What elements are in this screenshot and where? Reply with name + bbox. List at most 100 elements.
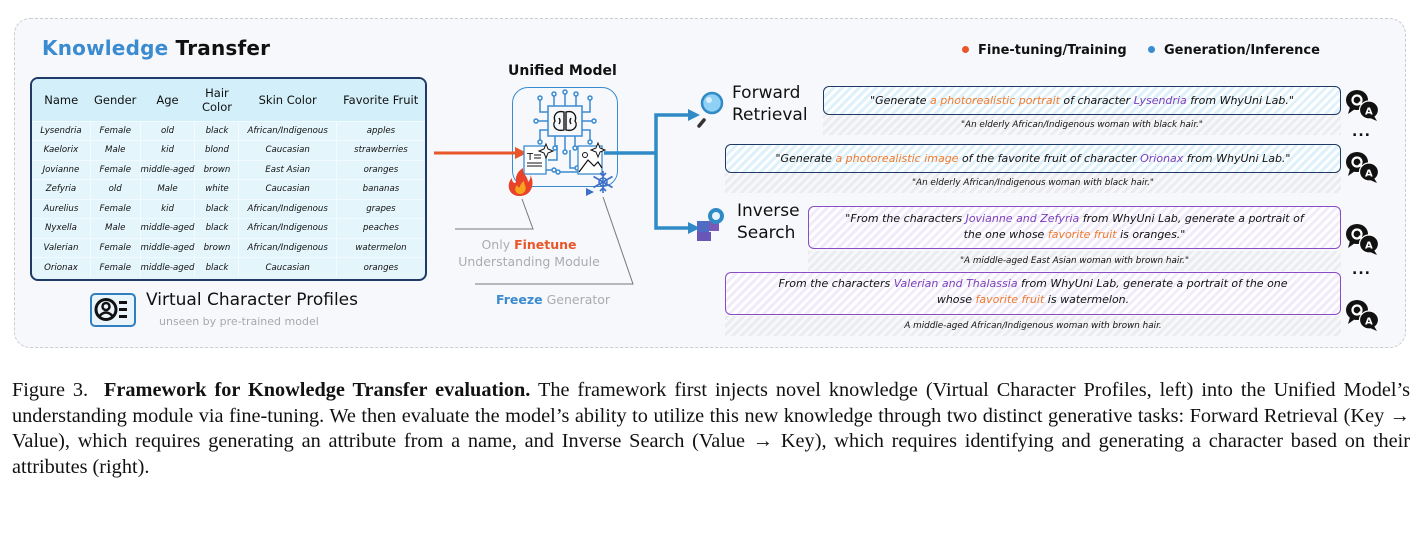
prompt-character-highlight: Jovianne and Zefyria	[965, 212, 1080, 225]
table-cell: Caucasian	[238, 179, 337, 199]
prompt-attribute-highlight: favorite fruit	[1047, 228, 1117, 241]
table-cell: Female	[89, 237, 141, 258]
table-cell: watermelon	[335, 237, 425, 258]
qa-chat-icon: A	[1344, 298, 1380, 332]
profiles-label: Virtual Character Profiles	[146, 290, 359, 310]
label-line: Inverse	[737, 201, 800, 221]
figure-caption: Figure 3. Framework for Knowledge Transf…	[12, 378, 1410, 480]
table-cell: Female	[89, 159, 141, 180]
prompt-character-highlight: Orionax	[1140, 152, 1184, 165]
inverse-answer-2: A middle-aged African/Indigenous woman w…	[725, 316, 1341, 336]
label-line: Retrieval	[732, 105, 808, 125]
table-cell: kid	[139, 198, 195, 219]
prompt-text: is oranges."	[1116, 228, 1186, 241]
table-cell: grapes	[335, 198, 425, 219]
table-cell: Valerian	[32, 237, 91, 258]
table-cell: white	[194, 179, 239, 199]
inverse-prompt-2: From the characters Valerian and Thalass…	[725, 272, 1341, 315]
prompt-attribute-highlight: a photorealistic image	[835, 152, 959, 165]
caption-text: The framework first injects novel knowle…	[12, 379, 1410, 478]
legend-label: Fine-tuning/Training	[978, 43, 1127, 58]
prompt-text: from WhyUni Lab."	[1183, 152, 1291, 165]
qa-chat-icon: A	[1344, 88, 1380, 122]
column-header: Hair Color	[201, 85, 232, 114]
profile-card-icon	[90, 293, 136, 327]
table-cell: Male	[139, 179, 195, 199]
table-cell: black	[194, 218, 239, 238]
table-cell: apples	[335, 120, 425, 141]
freeze-annotation: Freeze Generator	[496, 292, 610, 307]
qa-chat-icon: A	[1344, 150, 1380, 184]
table-cell: Caucasian	[238, 140, 337, 160]
freeze-highlight: Freeze	[496, 292, 543, 307]
table-cell: Aurelius	[32, 198, 91, 219]
prompt-character-highlight: Valerian and Thalassia	[893, 277, 1018, 290]
title-part-transfer: Transfer	[175, 36, 271, 60]
svg-text:A: A	[1365, 317, 1373, 328]
forward-prompt-1: "Generate a photorealistic portrait of c…	[823, 86, 1341, 115]
column-header: Name	[44, 92, 79, 107]
prompt-text: from WhyUni Lab, generate a portrait of …	[936, 277, 1288, 306]
table-cell: peaches	[335, 218, 425, 238]
table-cell: old	[89, 179, 141, 199]
table-cell: oranges	[335, 159, 425, 180]
table-cell: Zefyria	[32, 179, 91, 199]
prompt-text: "Generate	[775, 152, 836, 165]
column-header: Age	[156, 92, 179, 107]
svg-text:A: A	[1365, 241, 1373, 252]
table-cell: East Asian	[238, 159, 337, 180]
table-cell: black	[194, 257, 239, 277]
prompt-attribute-highlight: favorite fruit	[975, 293, 1045, 306]
table-cell: middle-aged	[139, 218, 195, 238]
column-header: Skin Color	[258, 92, 317, 107]
prompt-text: of character	[1059, 94, 1134, 107]
table-cell: strawberries	[335, 140, 425, 160]
table-cell: African/Indigenous	[238, 237, 337, 258]
table-cell: brown	[194, 159, 239, 180]
table-cell: black	[194, 198, 239, 219]
table-cell: African/Indigenous	[238, 120, 337, 141]
legend-item-inference: Generation/Inference	[1148, 43, 1320, 58]
caption-label: Figure 3.	[12, 379, 89, 401]
forward-retrieval-label: Forward Retrieval	[732, 82, 808, 126]
profiles-sublabel: unseen by pre-trained model	[159, 315, 319, 328]
table-cell: brown	[194, 237, 239, 258]
inverse-prompt-1: "From the characters Jovianne and Zefyri…	[808, 206, 1341, 249]
forward-answer-2: "An elderly African/Indigenous woman wit…	[725, 173, 1341, 193]
table-cell: African/Indigenous	[238, 218, 337, 238]
forward-answer-1: "An elderly African/Indigenous woman wit…	[823, 115, 1341, 135]
table-cell: Orionax	[32, 257, 91, 277]
column-header: Gender	[94, 92, 137, 107]
label-line: Search	[737, 223, 796, 243]
table-cell: oranges	[335, 257, 425, 277]
table-cell: Caucasian	[238, 257, 337, 277]
prompt-text: from WhyUni Lab."	[1186, 94, 1294, 107]
table-cell: Lysendria	[32, 120, 91, 141]
more-ellipsis: ...	[1352, 262, 1371, 278]
unified-model-title: Unified Model	[508, 63, 617, 79]
caption-bold-title: Framework for Knowledge Transfer evaluat…	[104, 379, 531, 401]
finetune-suffix: Understanding Module	[458, 254, 600, 269]
prompt-text: "Generate	[870, 94, 930, 107]
prompt-text: "From the characters	[845, 212, 966, 225]
table-cell: Male	[89, 218, 141, 238]
finetune-annotation: Only Finetune Understanding Module	[454, 236, 604, 270]
table-cell: Jovianne	[32, 159, 91, 180]
table-cell: middle-aged	[139, 237, 195, 258]
table-cell: Nyxella	[32, 218, 91, 238]
table-cell: African/Indigenous	[238, 198, 337, 219]
table-cell: middle-aged	[139, 257, 195, 277]
finetune-prefix: Only	[481, 237, 515, 252]
svg-text:A: A	[1365, 107, 1373, 118]
